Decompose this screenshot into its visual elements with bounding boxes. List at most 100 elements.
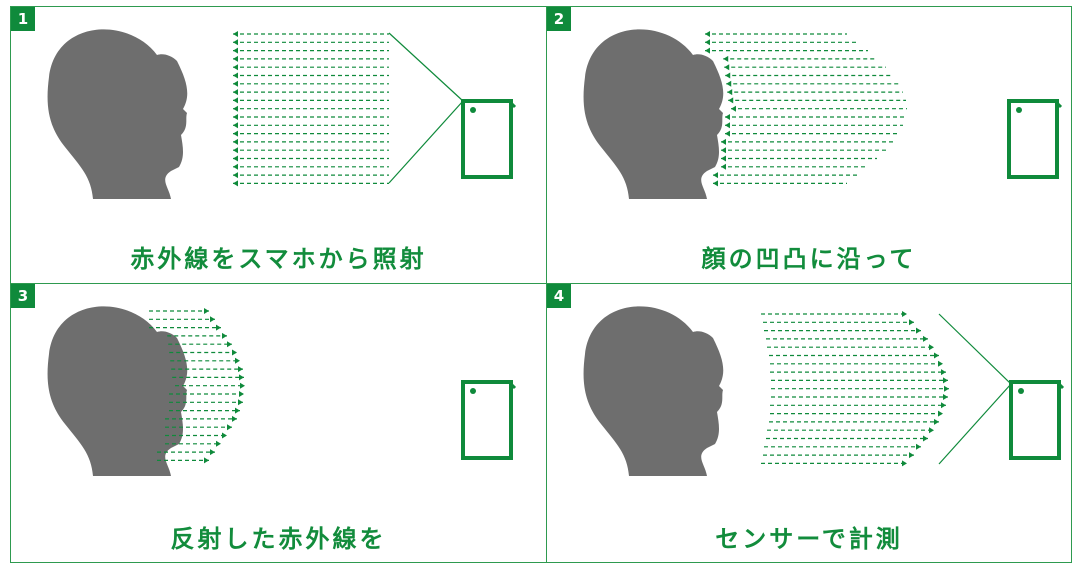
ray-arrowhead xyxy=(233,155,238,162)
ray-arrowhead xyxy=(216,324,221,331)
panel-4: 4 センサーで計測 xyxy=(546,283,1072,563)
ray-arrowhead xyxy=(929,344,934,351)
panel-2-illustration xyxy=(583,29,1063,199)
ray-arrowhead xyxy=(204,457,209,464)
ray-arrowhead xyxy=(721,138,726,145)
ray-arrowhead xyxy=(233,97,238,104)
ray-arrowhead xyxy=(233,130,238,137)
ray-arrowhead xyxy=(210,449,215,456)
ray-arrowhead xyxy=(233,114,238,120)
ray-arrowhead xyxy=(941,369,946,376)
ray-arrowhead xyxy=(238,366,243,373)
panel-1-illustration xyxy=(47,29,517,199)
ray-arrowhead xyxy=(923,435,928,442)
ray-arrowhead xyxy=(916,443,921,450)
ray-arrowhead xyxy=(222,432,227,439)
ray-arrowhead xyxy=(233,105,238,112)
smartphone-icon xyxy=(461,99,517,179)
step-badge-1: 1 xyxy=(11,7,35,31)
ray-arrowhead xyxy=(713,180,718,187)
ray-arrowhead xyxy=(902,460,907,467)
ray-arrowhead xyxy=(705,31,710,37)
ray-arrowhead xyxy=(233,180,238,187)
ray-arrowhead xyxy=(731,105,736,112)
phone-emission-lines xyxy=(388,32,464,184)
head-silhouette-icon xyxy=(583,29,724,199)
step-badge-3: 3 xyxy=(11,284,35,308)
ray-arrowhead xyxy=(721,155,726,162)
ray-arrowhead xyxy=(233,64,238,71)
ray-arrowhead xyxy=(725,130,730,137)
infrared-rays-outgoing xyxy=(233,31,389,187)
ray-arrowhead xyxy=(233,138,238,145)
ray-arrowhead xyxy=(725,72,731,79)
ray-arrowhead xyxy=(705,47,710,54)
panel-2: 2 顔の凹凸に沿って xyxy=(546,6,1072,284)
ray-arrowhead xyxy=(725,122,730,129)
panel-2-caption: 顔の凹凸に沿って xyxy=(701,245,917,273)
panel-3: 3 反射した赤外線を xyxy=(10,283,547,563)
ray-arrowhead xyxy=(240,382,245,389)
ray-arrowhead xyxy=(233,31,238,37)
ray-arrowhead xyxy=(233,72,238,79)
panel-3-illustration xyxy=(47,306,517,476)
ray-arrowhead xyxy=(216,440,221,447)
ray-arrowhead xyxy=(233,147,238,154)
step-badge-4: 4 xyxy=(547,284,571,308)
panel-4-caption: センサーで計測 xyxy=(715,525,903,553)
infrared-rays-reflected xyxy=(149,308,245,464)
ray-arrowhead xyxy=(233,55,238,62)
head-silhouette-icon xyxy=(47,306,188,476)
head-silhouette-icon xyxy=(47,29,188,199)
smartphone-icon xyxy=(1009,380,1065,460)
smartphone-icon xyxy=(461,380,517,460)
ray-arrowhead xyxy=(941,402,946,409)
ray-arrowhead xyxy=(233,80,238,87)
ray-arrowhead xyxy=(233,47,238,54)
ray-arrowhead xyxy=(705,39,710,46)
ray-arrowhead xyxy=(943,394,948,400)
ray-arrowhead xyxy=(227,341,232,348)
ray-arrowhead xyxy=(725,114,730,120)
ray-arrowhead xyxy=(938,360,943,367)
panel-4-illustration xyxy=(583,306,1065,476)
smartphone-icon xyxy=(1007,99,1063,179)
ray-arrowhead xyxy=(238,399,243,406)
ray-arrowhead xyxy=(222,332,227,339)
ray-arrowhead xyxy=(902,311,907,317)
ray-arrowhead xyxy=(944,385,949,392)
ray-arrowhead xyxy=(721,147,726,154)
ray-arrowhead xyxy=(239,391,244,397)
panel-1-caption: 赤外線をスマホから照射 xyxy=(130,245,427,273)
infrared-rays-following-face xyxy=(705,31,907,187)
ray-arrowhead xyxy=(929,427,934,434)
ray-arrowhead xyxy=(728,97,734,104)
ray-arrowhead xyxy=(232,349,237,356)
ray-arrowhead xyxy=(909,452,914,459)
ray-arrowhead xyxy=(713,172,718,179)
ray-arrowhead xyxy=(232,415,237,422)
ray-arrowhead xyxy=(723,55,729,62)
head-silhouette-icon xyxy=(583,306,724,476)
ray-arrowhead xyxy=(938,410,943,417)
panel-1: 1 赤外線をスマホから照射 xyxy=(10,6,547,284)
ray-arrowhead xyxy=(233,89,238,96)
ray-arrowhead xyxy=(235,407,240,414)
ray-arrowhead xyxy=(916,327,921,334)
sensor-capture-lines xyxy=(938,313,1012,465)
ray-arrowhead xyxy=(934,352,939,359)
ray-arrowhead xyxy=(724,64,730,71)
ray-arrowhead xyxy=(233,172,238,179)
ray-arrowhead xyxy=(909,319,914,326)
ray-arrowhead xyxy=(943,377,948,384)
ray-arrowhead xyxy=(239,374,244,381)
infrared-rays-returning xyxy=(761,311,949,467)
ray-arrowhead xyxy=(233,39,238,46)
ray-arrowhead xyxy=(235,357,240,364)
ray-arrowhead xyxy=(210,316,215,323)
ray-arrowhead xyxy=(727,89,733,96)
ray-arrowhead xyxy=(233,163,238,170)
ray-arrowhead xyxy=(934,418,939,425)
ray-arrowhead xyxy=(923,335,928,342)
ray-arrowhead xyxy=(721,163,726,170)
